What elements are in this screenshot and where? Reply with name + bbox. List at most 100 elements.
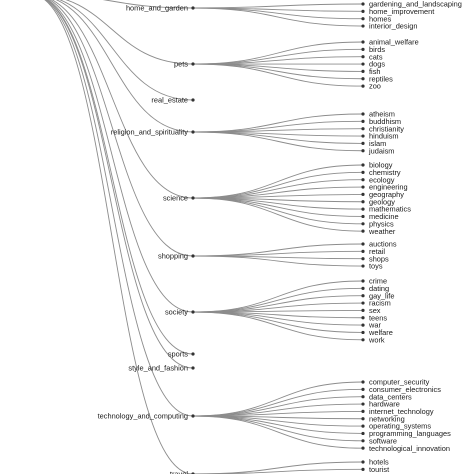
- leaf-node: [361, 47, 365, 51]
- leaf-node: [361, 84, 365, 88]
- leaf-node: [361, 316, 365, 320]
- leaf-node: [361, 62, 365, 66]
- leaf-node: [361, 69, 365, 73]
- leaf-node: [361, 249, 365, 253]
- leaf-label: physics: [369, 219, 394, 228]
- leaf-label: tourist: [369, 465, 389, 474]
- leaf-link: [192, 255, 364, 267]
- leaf-label: hinduism: [369, 132, 399, 141]
- leaf-label: birds: [369, 45, 385, 54]
- leaf-node: [361, 2, 365, 6]
- category-node: [191, 310, 195, 314]
- leaf-node: [361, 257, 365, 261]
- leaf-label: crime: [369, 277, 387, 286]
- node-layer: home_and_garden gardening_and_landscaping…: [98, 0, 462, 474]
- leaf-node: [361, 308, 365, 312]
- leaf-link: [192, 113, 364, 133]
- leaf-link: [192, 243, 364, 257]
- category-label: religion_and_spirituality: [111, 128, 189, 137]
- leaf-node: [361, 417, 365, 421]
- leaf-node: [361, 286, 365, 290]
- leaf-label: geography: [369, 190, 404, 199]
- category-node: [191, 352, 195, 356]
- leaf-node: [361, 439, 365, 443]
- leaf-link: [192, 381, 364, 417]
- leaf-link: [192, 7, 364, 27]
- root-link: [44, 0, 194, 417]
- leaf-node: [361, 77, 365, 81]
- leaf-link: [192, 461, 364, 474]
- leaf-node: [361, 467, 365, 471]
- leaf-link: [192, 131, 364, 152]
- leaf-node: [361, 222, 365, 226]
- category-node: [191, 98, 195, 102]
- leaf-link: [192, 396, 364, 417]
- root-link: [43, 0, 194, 474]
- leaf-link: [192, 415, 364, 449]
- leaf-node: [361, 387, 365, 391]
- leaf-label: animal_welfare: [369, 38, 419, 47]
- leaf-node: [361, 9, 365, 13]
- leaf-link: [192, 311, 364, 326]
- leaf-label: operating_systems: [369, 422, 431, 431]
- leaf-label: auctions: [369, 240, 397, 249]
- leaf-node: [361, 338, 365, 342]
- leaf-node: [361, 424, 365, 428]
- leaf-link: [192, 164, 364, 199]
- category-node: [191, 62, 195, 66]
- leaf-link: [192, 415, 364, 442]
- leaf-label: work: [368, 335, 385, 344]
- leaf-label: technological_innovation: [369, 444, 450, 453]
- leaf-node: [361, 134, 365, 138]
- leaf-label: geology: [369, 197, 395, 206]
- leaf-label: mathematics: [369, 205, 411, 214]
- leaf-node: [361, 409, 365, 413]
- leaf-label: programming_languages: [369, 429, 451, 438]
- category-label: style_and_fashion: [128, 364, 188, 373]
- leaf-link: [192, 311, 364, 341]
- leaf-node: [361, 294, 365, 298]
- leaf-label: judaism: [368, 146, 394, 155]
- category-label: technology_and_computing: [98, 412, 188, 421]
- leaf-label: racism: [369, 299, 391, 308]
- leaf-label: atheism: [369, 110, 395, 119]
- category-node: [191, 366, 195, 370]
- leaf-node: [361, 170, 365, 174]
- leaf-link: [192, 197, 364, 232]
- leaf-label: reptiles: [369, 74, 393, 83]
- leaf-label: weather: [368, 227, 396, 236]
- leaf-label: networking: [369, 414, 405, 423]
- leaf-node: [361, 395, 365, 399]
- leaf-node: [361, 178, 365, 182]
- root-link: [48, 0, 194, 257]
- leaf-label: data_centers: [369, 392, 412, 401]
- leaf-label: teens: [369, 313, 387, 322]
- leaf-label: gardening_and_landscaping: [369, 0, 462, 9]
- leaf-label: fish: [369, 67, 381, 76]
- leaf-node: [361, 264, 365, 268]
- leaf-node: [361, 112, 365, 116]
- leaf-link: [192, 193, 364, 199]
- category-label: sports: [168, 350, 188, 359]
- leaf-node: [361, 380, 365, 384]
- leaf-link: [192, 128, 364, 133]
- leaf-node: [361, 207, 365, 211]
- leaf-link: [192, 287, 364, 313]
- category-label: science: [163, 194, 188, 203]
- leaf-label: cats: [369, 52, 383, 61]
- leaf-label: software: [369, 436, 397, 445]
- root-link: [45, 0, 194, 369]
- leaf-link: [192, 403, 364, 417]
- leaf-node: [361, 17, 365, 21]
- category-node: [191, 414, 195, 418]
- leaf-label: retail: [369, 247, 385, 256]
- root-link: [51, 0, 194, 199]
- category-label: home_and_garden: [126, 4, 188, 13]
- leaf-label: chemistry: [369, 168, 401, 177]
- leaf-node: [361, 460, 365, 464]
- leaf-label: christianity: [369, 124, 404, 133]
- leaf-node: [361, 214, 365, 219]
- root-link: [46, 0, 194, 313]
- leaf-label: war: [368, 321, 381, 330]
- leaf-node: [361, 323, 365, 327]
